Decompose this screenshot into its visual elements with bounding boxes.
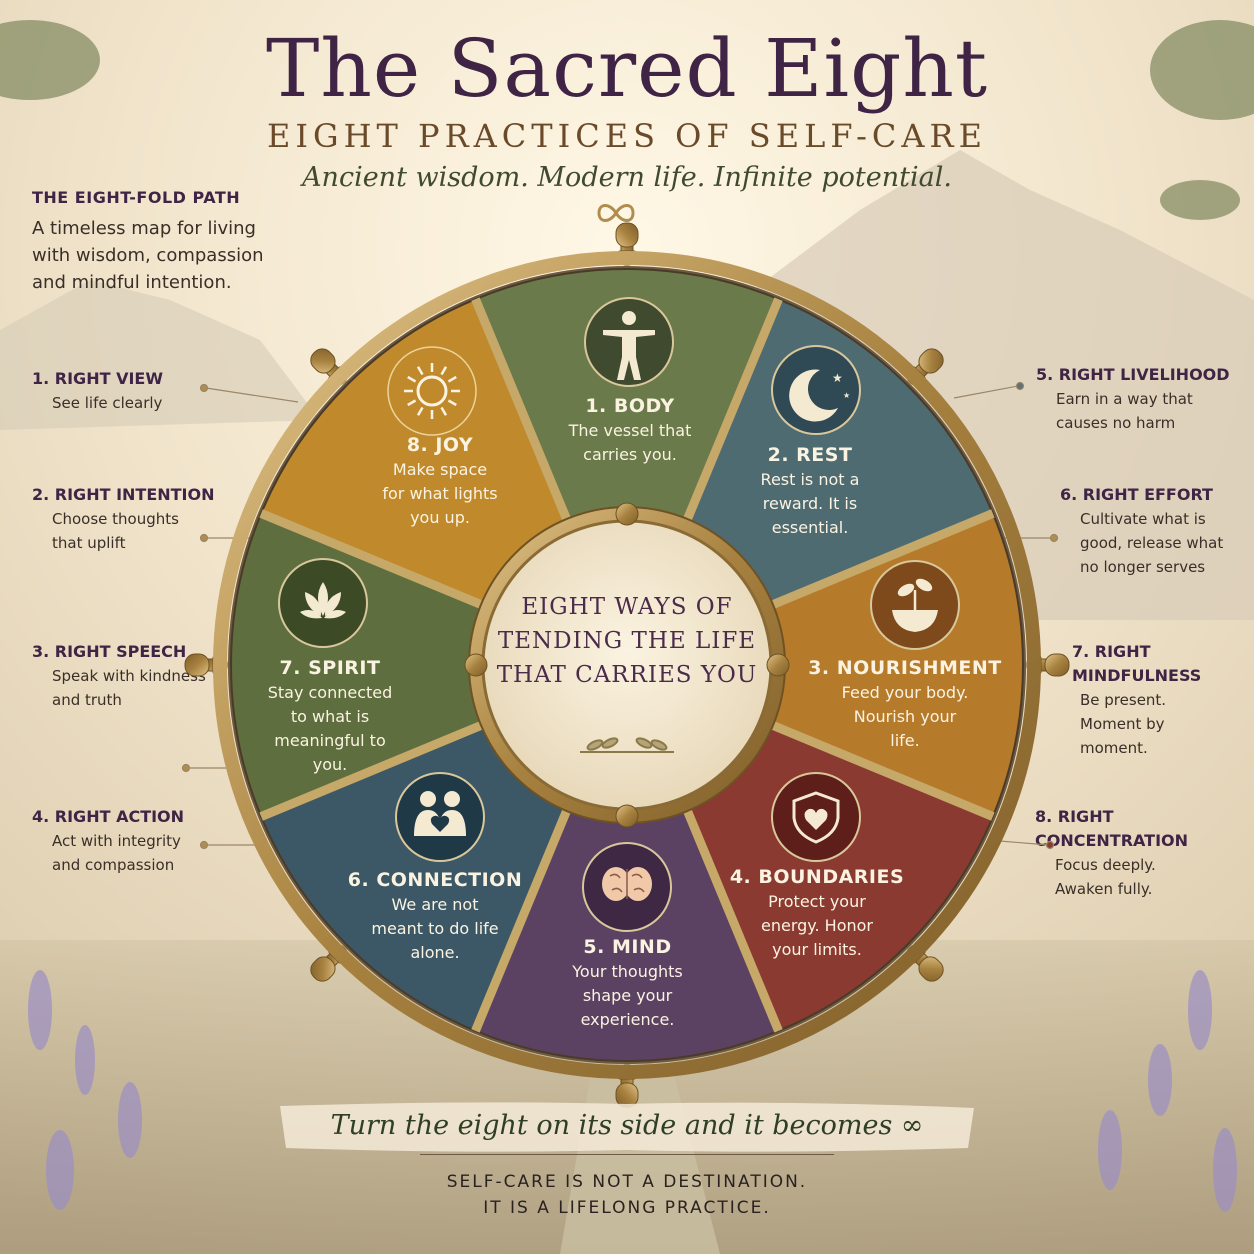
sun-ray xyxy=(407,375,417,383)
segment-desc: Rest is not a reward. It is essential. xyxy=(760,470,860,537)
sun-ray xyxy=(440,406,448,416)
footer-divider xyxy=(420,1154,834,1155)
tagline: Ancient wisdom. Modern life. Infinite po… xyxy=(302,162,952,193)
path-title: 2. RIGHT INTENTION xyxy=(32,485,215,504)
path-desc: Act with integrity and compassion xyxy=(52,832,181,874)
segment-body: 1. BODY The vessel that carries you. xyxy=(540,395,720,467)
bowl-sprout-icon xyxy=(870,560,960,650)
segment-spirit: 7. SPIRIT Stay connected to what is mean… xyxy=(255,657,405,777)
sun-ray xyxy=(407,399,417,407)
path-item-right-speech: 3. RIGHT SPEECH Speak with kindness and … xyxy=(32,640,252,712)
wheel-spoke xyxy=(471,297,574,529)
segment-title: 3. NOURISHMENT xyxy=(808,657,1002,679)
path-desc: Choose thoughts that uplift xyxy=(52,510,179,552)
path-title: 3. RIGHT SPEECH xyxy=(32,642,187,661)
moon-icon: ★ ★ xyxy=(771,345,861,435)
brass-bolt xyxy=(615,502,639,526)
brass-bolt xyxy=(615,804,639,828)
path-desc: Focus deeply. Awaken fully. xyxy=(1055,856,1156,898)
path-desc: Earn in a way that causes no harm xyxy=(1056,390,1193,432)
wheel-spoke xyxy=(680,297,783,529)
sun-ray xyxy=(447,375,457,383)
sun-ray xyxy=(416,366,424,376)
path-title: 8. RIGHT CONCENTRATION xyxy=(1035,807,1189,850)
svg-text:★: ★ xyxy=(843,391,850,400)
segment-title: 8. JOY xyxy=(406,434,474,456)
path-title: 4. RIGHT ACTION xyxy=(32,807,185,826)
segment-nourishment: 3. NOURISHMENT Feed your body. Nourish y… xyxy=(800,657,1010,753)
page-title: The Sacred Eight xyxy=(265,22,989,115)
segment-desc: Protect your energy. Honor your limits. xyxy=(761,892,873,959)
sun-ray xyxy=(416,406,424,416)
intro-heading: THE EIGHT-FOLD PATH xyxy=(32,188,241,207)
center-message: EIGHT WAYS OF TENDING THE LIFE THAT CARR… xyxy=(496,594,758,688)
lotus-icon xyxy=(278,558,368,648)
sun-ray xyxy=(440,366,448,376)
wheel-spoke xyxy=(259,509,491,612)
segment-title: 7. SPIRIT xyxy=(279,657,381,679)
sun-icon xyxy=(387,346,477,436)
footer-line-2: IT IS A LIFELONG PRACTICE. xyxy=(483,1198,771,1218)
path-desc: Speak with kindness and truth xyxy=(52,667,206,709)
path-item-right-effort: 6. RIGHT EFFORT Cultivate what is good, … xyxy=(1060,483,1240,579)
footer-banner xyxy=(280,1102,974,1152)
segment-desc: The vessel that carries you. xyxy=(568,421,692,464)
path-title: 5. RIGHT LIVELIHOOD xyxy=(1036,365,1230,384)
footer-line-1: SELF-CARE IS NOT A DESTINATION. xyxy=(446,1172,808,1192)
path-item-right-livelihood: 5. RIGHT LIVELIHOOD Earn in a way that c… xyxy=(1036,363,1246,435)
two-people-heart-icon xyxy=(395,772,485,862)
sun-ray xyxy=(447,399,457,407)
path-item-right-action: 4. RIGHT ACTION Act with integrity and c… xyxy=(32,805,252,877)
path-item-right-view: 1. RIGHT VIEW See life clearly xyxy=(32,367,252,415)
wheel-spoke xyxy=(763,509,995,612)
path-title: 1. RIGHT VIEW xyxy=(32,369,163,388)
wheel-spoke xyxy=(680,801,783,1033)
wheel-spoke xyxy=(763,718,995,821)
segment-boundaries: 4. BOUNDARIES Protect your energy. Honor… xyxy=(722,866,912,962)
segment-mind: 5. MIND Your thoughts shape your experie… xyxy=(545,936,710,1032)
intro-panel: THE EIGHT-FOLD PATH A timeless map for l… xyxy=(32,188,272,296)
segment-desc: Feed your body. Nourish your life. xyxy=(841,683,969,750)
segment-connection: 6. CONNECTION We are not meant to do lif… xyxy=(340,869,530,965)
intro-body: A timeless map for living with wisdom, c… xyxy=(32,218,264,293)
segment-desc: Make space for what lights you up. xyxy=(382,460,498,527)
footer-tagline: Turn the eight on its side and it become… xyxy=(330,1110,924,1141)
svg-text:★: ★ xyxy=(832,371,843,385)
path-title: 7. RIGHT MINDFULNESS xyxy=(1072,642,1202,685)
page-subtitle: EIGHT PRACTICES OF SELF-CARE xyxy=(267,117,987,155)
segment-title: 4. BOUNDARIES xyxy=(729,866,905,888)
heart-shield-icon xyxy=(771,772,861,862)
segment-joy: 8. JOY Make space for what lights you up… xyxy=(370,434,510,530)
brass-bolt xyxy=(766,653,790,677)
laurel-icon xyxy=(580,737,674,753)
path-title: 6. RIGHT EFFORT xyxy=(1060,485,1213,504)
segment-desc: Stay connected to what is meaningful to … xyxy=(267,683,393,774)
infinity-icon xyxy=(597,204,635,222)
segment-title: 1. BODY xyxy=(585,395,675,417)
brass-bolt xyxy=(464,653,488,677)
wheel-spoke xyxy=(471,801,574,1033)
segment-desc: We are not meant to do life alone. xyxy=(371,895,499,962)
person-icon xyxy=(584,297,674,387)
wheel-spoke xyxy=(259,718,491,821)
path-item-right-concentration: 8. RIGHT CONCENTRATION Focus deeply. Awa… xyxy=(1035,805,1245,901)
path-desc: Be present. Moment by moment. xyxy=(1080,691,1167,757)
path-item-right-mindfulness: 7. RIGHT MINDFULNESS Be present. Moment … xyxy=(1072,640,1247,760)
segment-desc: Your thoughts shape your experience. xyxy=(572,962,683,1029)
segment-title: 2. REST xyxy=(767,444,853,466)
segment-title: 5. MIND xyxy=(583,936,672,958)
segment-rest: 2. REST Rest is not a reward. It is esse… xyxy=(730,444,890,540)
path-item-right-intention: 2. RIGHT INTENTION Choose thoughts that … xyxy=(32,483,242,555)
path-desc: Cultivate what is good, release what no … xyxy=(1080,510,1224,576)
brain-icon xyxy=(582,842,672,932)
segment-title: 6. CONNECTION xyxy=(347,869,523,891)
path-desc: See life clearly xyxy=(52,394,163,412)
